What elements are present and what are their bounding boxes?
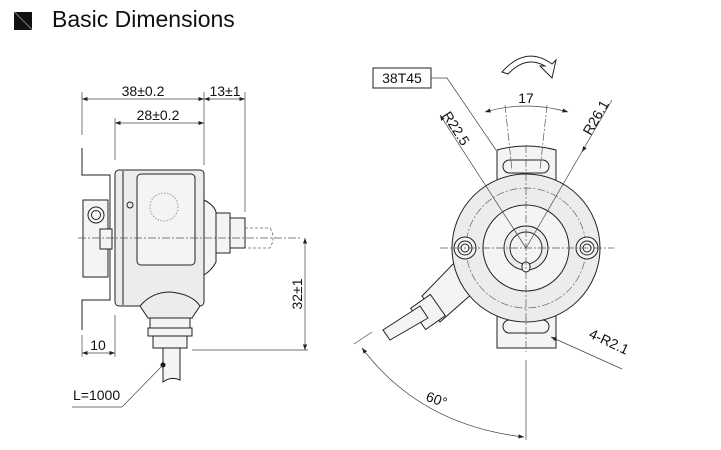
dim-overall-label: 38±0.2 [122,83,165,99]
section-marker-icon [14,12,32,30]
front-view: 38T45 17 R22.5 R26.1 4-R2.1 60° [353,55,632,440]
dim-radius-inner-label: R22.5 [439,108,473,148]
screw-icon [126,201,134,209]
side-view: 38±0.2 13±1 28±0.2 32±1 L=1000 [72,83,308,408]
dim-body-label: 28±0.2 [137,107,180,123]
part-code-label: 38T45 [382,70,422,86]
dim-slot-radius-label: 4-R2.1 [587,325,632,357]
dim-height-label: 32±1 [289,278,305,309]
dim-angle-label: 60° [424,388,449,410]
section-title: Basic Dimensions [52,6,235,32]
cable-length-label: L=1000 [73,387,120,403]
rotation-arrow-icon [501,55,557,79]
dim-flange-label: 10 [90,337,106,353]
label-area [136,173,196,266]
dim-slot-width-label: 17 [518,90,534,106]
dim-connector-label: 13±1 [209,83,240,99]
dim-radius-outer-label: R26.1 [579,97,612,138]
cable [162,347,181,383]
